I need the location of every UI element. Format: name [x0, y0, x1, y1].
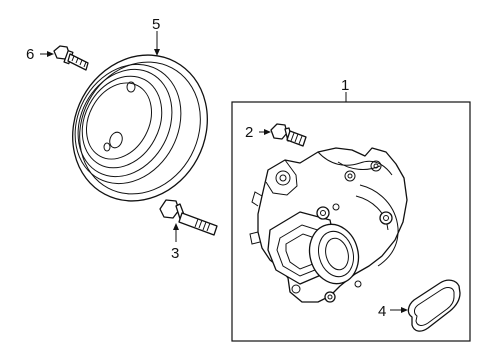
callout-3: 3: [171, 245, 179, 262]
pulley: [72, 54, 208, 202]
callout-6: 6: [26, 46, 34, 63]
bolt-3: [159, 199, 218, 236]
assembly-box: [231, 101, 471, 342]
callout-1: 1: [341, 77, 349, 94]
callout-2: 2: [245, 124, 253, 141]
bolt-2: [270, 123, 307, 147]
bolt-6: [53, 45, 89, 71]
leaders: [40, 31, 408, 313]
gasket: [407, 279, 461, 332]
water-pump: [249, 147, 408, 303]
callout-4: 4: [378, 303, 386, 320]
callout-5: 5: [152, 16, 160, 33]
